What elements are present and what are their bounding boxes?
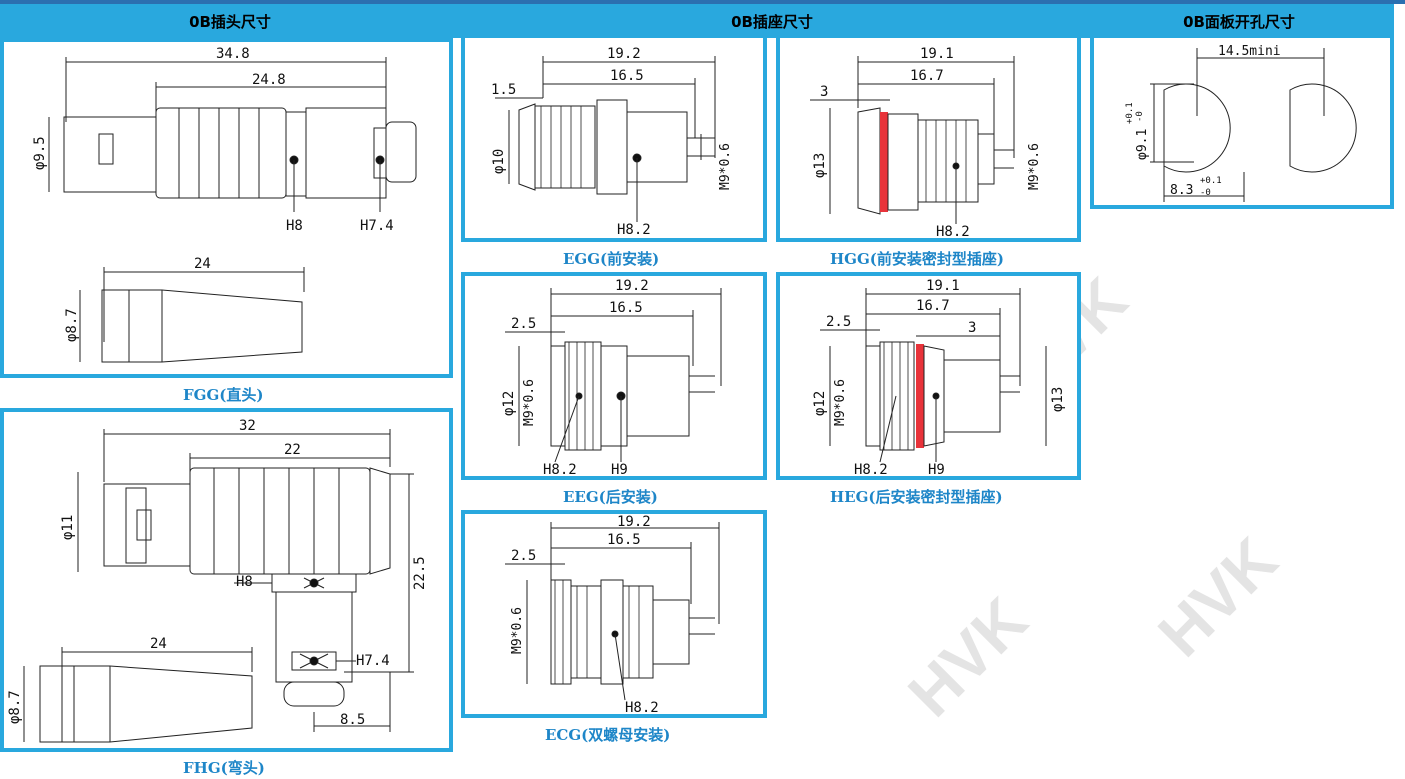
drawing-fhg: 32 22 φ11 H8 H7.4 22.5 8.5 24 φ8.7 bbox=[0, 408, 453, 752]
dim-fhg-height: 22.5 bbox=[412, 556, 428, 590]
drawing-heg: 19.1 16.7 2.5 3 H8.2 H9 φ12 M9*0.6 φ13 bbox=[776, 272, 1081, 480]
caption-eeg: EEG(后安装) bbox=[563, 488, 658, 506]
dim-fhg-body: 22 bbox=[284, 442, 301, 458]
dim-ecg-hex: H8.2 bbox=[625, 700, 659, 714]
dim-fgg-boot-dia: φ8.7 bbox=[64, 308, 80, 342]
dim-cutout-flat-tol-up: +0.1 bbox=[1200, 176, 1222, 186]
dim-hgg-hex: H8.2 bbox=[936, 224, 970, 238]
dim-eeg-dia: φ12 bbox=[501, 391, 517, 416]
dim-heg-flange: 2.5 bbox=[826, 314, 851, 330]
dim-eeg-thread: M9*0.6 bbox=[522, 379, 537, 426]
drawing-hgg: 19.1 16.7 3 H8.2 φ13 M9*0.6 bbox=[776, 34, 1081, 242]
dim-fgg-hex2: H7.4 bbox=[360, 218, 394, 234]
dim-fgg-dia: φ9.5 bbox=[32, 136, 48, 170]
dim-ecg-thread: M9*0.6 bbox=[510, 607, 525, 654]
dim-eeg-flange: 2.5 bbox=[511, 316, 536, 332]
dim-fgg-boot-len: 24 bbox=[194, 256, 211, 272]
dim-egg-body: 16.5 bbox=[610, 68, 644, 84]
watermark-brand: HVK bbox=[894, 583, 1041, 731]
dim-ecg-total: 19.2 bbox=[617, 514, 651, 530]
dim-ecg-body: 16.5 bbox=[607, 532, 641, 548]
header-panel-cutout: 0B面板开孔尺寸 bbox=[1084, 4, 1394, 38]
dim-fhg-offset: 8.5 bbox=[340, 712, 365, 728]
dim-fhg-boot-len: 24 bbox=[150, 636, 167, 652]
caption-fgg: FGG(直头) bbox=[183, 386, 264, 404]
dim-egg-dia: φ10 bbox=[491, 149, 507, 174]
dim-eeg-total: 19.2 bbox=[615, 278, 649, 294]
dim-cutout-spacing: 14.5mini bbox=[1218, 44, 1281, 59]
caption-ecg: ECG(双螺母安装) bbox=[545, 726, 671, 744]
dim-cutout-dia-tol-down: -0 bbox=[1135, 111, 1145, 122]
dim-hgg-dia: φ13 bbox=[812, 153, 828, 178]
dim-fhg-boot-dia: φ8.7 bbox=[7, 690, 23, 724]
dim-fgg-hex1: H8 bbox=[286, 218, 303, 234]
dim-cutout-dia-tol-up: +0.1 bbox=[1125, 102, 1135, 124]
dim-heg-dia: φ12 bbox=[812, 391, 828, 416]
dim-ecg-flange: 2.5 bbox=[511, 548, 536, 564]
dim-eeg-hex2: H9 bbox=[611, 462, 628, 476]
drawing-eeg: 19.2 16.5 2.5 H8.2 H9 φ12 M9*0.6 bbox=[461, 272, 767, 480]
seal-ring bbox=[916, 344, 924, 448]
header-socket: 0B插座尺寸 bbox=[460, 4, 1084, 38]
header-plug: 0B插头尺寸 bbox=[0, 4, 460, 38]
dim-fhg-dia: φ11 bbox=[60, 515, 76, 540]
dim-cutout-flat-tol-down: -0 bbox=[1200, 188, 1211, 198]
watermark-brand: HVK bbox=[1144, 523, 1291, 671]
dim-fhg-total: 32 bbox=[239, 418, 256, 434]
dim-heg-thread: M9*0.6 bbox=[833, 379, 848, 426]
drawing-egg: 19.2 16.5 1.5 H8.2 φ10 M9*0.6 bbox=[461, 34, 767, 242]
drawing-panel-cutout: 14.5mini φ9.1 +0.1 -0 8.3 +0.1 -0 bbox=[1090, 34, 1394, 209]
caption-egg: EGG(前安装) bbox=[563, 250, 660, 268]
dim-hgg-flange: 3 bbox=[820, 84, 828, 100]
dim-fhg-hex1: H8 bbox=[236, 574, 253, 590]
top-rule bbox=[0, 0, 1405, 4]
dim-heg-body: 16.7 bbox=[916, 298, 950, 314]
dim-eeg-hex1: H8.2 bbox=[543, 462, 577, 476]
dim-fhg-hex2: H7.4 bbox=[356, 653, 390, 669]
dim-heg-total: 19.1 bbox=[926, 278, 960, 294]
dim-egg-hex: H8.2 bbox=[617, 222, 651, 238]
dim-cutout-dia: φ9.1 bbox=[1135, 129, 1150, 160]
dim-cutout-flat: 8.3 bbox=[1170, 183, 1193, 198]
dim-egg-thread: M9*0.6 bbox=[718, 143, 733, 190]
dim-fgg-body: 24.8 bbox=[252, 72, 286, 88]
caption-heg: HEG(后安装密封型插座) bbox=[830, 488, 1003, 506]
dim-egg-flange: 1.5 bbox=[491, 82, 516, 98]
dim-heg-dia2: φ13 bbox=[1050, 387, 1066, 412]
dim-eeg-body: 16.5 bbox=[609, 300, 643, 316]
dim-heg-hex2: H9 bbox=[928, 462, 945, 476]
dim-hgg-total: 19.1 bbox=[920, 46, 954, 62]
seal-ring bbox=[880, 112, 888, 212]
dim-heg-hex1: H8.2 bbox=[854, 462, 888, 476]
caption-fhg: FHG(弯头) bbox=[183, 759, 265, 777]
dim-fgg-total: 34.8 bbox=[216, 46, 250, 62]
dim-egg-total: 19.2 bbox=[607, 46, 641, 62]
caption-hgg: HGG(前安装密封型插座) bbox=[830, 250, 1004, 268]
dim-hgg-body: 16.7 bbox=[910, 68, 944, 84]
drawing-fgg: 34.8 24.8 H8 H7.4 φ9.5 24 φ8.7 bbox=[0, 38, 453, 378]
dim-heg-seal: 3 bbox=[968, 320, 976, 336]
drawing-ecg: 19.2 16.5 2.5 H8.2 M9*0.6 bbox=[461, 510, 767, 718]
dim-hgg-thread: M9*0.6 bbox=[1027, 143, 1042, 190]
